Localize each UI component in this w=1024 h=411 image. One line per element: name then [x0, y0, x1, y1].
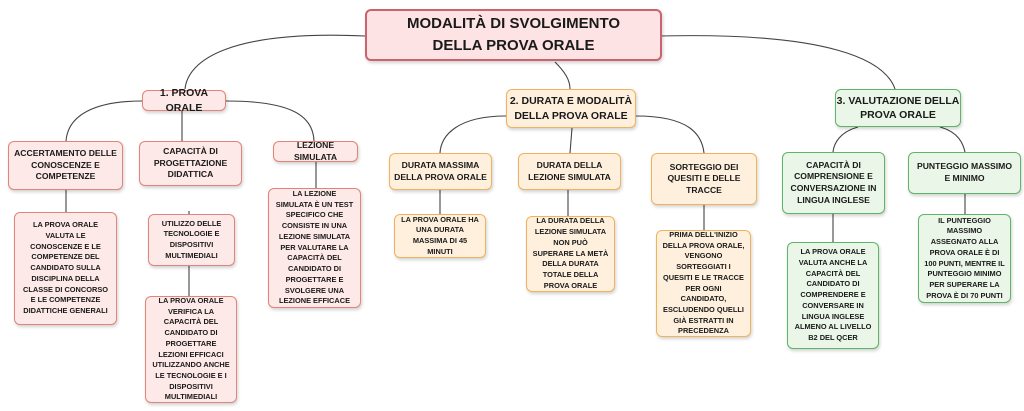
branch3-node: 3. VALUTAZIONE DELLA PROVA ORALE	[835, 89, 961, 127]
branch1-child2-detail2-text: LA PROVA ORALE VERIFICA LA CAPACITÀ DEL …	[152, 295, 230, 402]
branch3-child2-node: PUNTEGGIO MASSIMO E MINIMO	[908, 152, 1021, 194]
branch3-child1-label: CAPACITÀ DI COMPRENSIONE E CONVERSAZIONE…	[790, 159, 877, 205]
link-title-branch2	[554, 61, 571, 90]
branch1-child2-detail2: LA PROVA ORALE VERIFICA LA CAPACITÀ DEL …	[145, 296, 237, 403]
link-branch1-c3	[225, 100, 315, 142]
link-title-branch3	[659, 35, 896, 90]
branch1-child2-detail1: UTILIZZO DELLE TECNOLOGIE E DISPOSITIVI …	[148, 214, 235, 266]
title-node: MODALITÀ DI SVOLGIMENTO DELLA PROVA ORAL…	[365, 9, 662, 61]
branch2-child1-detail: LA PROVA ORALE HA UNA DURATA MASSIMA DI …	[394, 214, 486, 258]
branch3-child1-node: CAPACITÀ DI COMPRENSIONE E CONVERSAZIONE…	[782, 152, 885, 214]
branch2-child2-detail: LA DURATA DELLA LEZIONE SIMULATA NON PUÒ…	[526, 216, 615, 292]
branch1-child1-label: ACCERTAMENTO DELLE CONOSCENZE E COMPETEN…	[14, 148, 117, 182]
branch2-label: 2. DURATA E MODALITÀ DELLA PROVA ORALE	[509, 95, 633, 122]
branch2-child3-node: SORTEGGIO DEI QUESITI E DELLE TRACCE	[651, 153, 757, 205]
branch2-child2-detail-text: LA DURATA DELLA LEZIONE SIMULATA NON PUÒ…	[532, 216, 609, 290]
link-branch3-c2	[939, 126, 966, 153]
link-branch2-c1	[439, 115, 507, 154]
link-branch1-c1	[65, 100, 143, 142]
link-branch2-c2	[569, 127, 573, 154]
link-title-branch1	[184, 34, 366, 90]
branch1-child2-label: CAPACITÀ DI PROGETTAZIONE DIDATTICA	[153, 146, 228, 180]
branch3-child2-detail-text: IL PUNTEGGIO MASSIMO ASSEGNATO ALLA PROV…	[924, 215, 1005, 300]
branch1-node: 1. PROVA ORALE	[142, 87, 226, 114]
branch2-child1-detail-text: LA PROVA ORALE HA UNA DURATA MASSIMA DI …	[401, 214, 479, 256]
branch1-child1-detail: LA PROVA ORALE VALUTA LE CONOSCENZE E LE…	[14, 212, 117, 325]
link-branch3-c1	[832, 126, 859, 153]
branch2-child3-label: SORTEGGIO DEI QUESITI E DELLE TRACCE	[667, 161, 741, 195]
title-text: MODALITÀ DI SVOLGIMENTO DELLA PROVA ORAL…	[406, 14, 621, 55]
branch1-child1-node: ACCERTAMENTO DELLE CONOSCENZE E COMPETEN…	[8, 141, 123, 190]
branch3-child2-label: PUNTEGGIO MASSIMO E MINIMO	[916, 161, 1012, 183]
branch2-child2-label: DURATA DELLA LEZIONE SIMULATA	[528, 159, 611, 182]
branch2-child3-detail: PRIMA DELL'INIZIO DELLA PROVA ORALE, VEN…	[656, 230, 751, 337]
branch3-child1-detail: LA PROVA ORALE VALUTA ANCHE LA CAPACITÀ …	[787, 242, 879, 349]
branch1-child2-detail1-text: UTILIZZO DELLE TECNOLOGIE E DISPOSITIVI …	[161, 218, 222, 260]
branch2-child1-node: DURATA MASSIMA DELLA PROVA ORALE	[389, 153, 492, 190]
branch1-child3-detail: LA LEZIONE SIMULATA È UN TEST SPECIFICO …	[268, 188, 361, 308]
branch1-child3-node: LEZIONE SIMULATA	[273, 139, 358, 162]
branch1-child2-node: CAPACITÀ DI PROGETTAZIONE DIDATTICA	[139, 141, 242, 186]
branch3-child1-detail-text: LA PROVA ORALE VALUTA ANCHE LA CAPACITÀ …	[794, 247, 872, 343]
link-branch2-c3	[635, 115, 705, 154]
branch1-label: 1. PROVA ORALE	[159, 87, 209, 114]
branch2-child3-detail-text: PRIMA DELL'INIZIO DELLA PROVA ORALE, VEN…	[662, 229, 745, 336]
branch1-child3-detail-text: LA LEZIONE SIMULATA È UN TEST SPECIFICO …	[275, 188, 354, 306]
branch1-child3-label: LEZIONE SIMULATA	[293, 139, 338, 162]
branch2-child1-label: DURATA MASSIMA DELLA PROVA ORALE	[394, 159, 487, 182]
branch1-child1-detail-text: LA PROVA ORALE VALUTA LE CONOSCENZE E LE…	[23, 220, 108, 316]
branch3-label: 3. VALUTAZIONE DELLA PROVA ORALE	[836, 94, 960, 121]
branch3-child2-detail: IL PUNTEGGIO MASSIMO ASSEGNATO ALLA PROV…	[918, 214, 1011, 303]
branch2-node: 2. DURATA E MODALITÀ DELLA PROVA ORALE	[506, 89, 636, 128]
branch2-child2-node: DURATA DELLA LEZIONE SIMULATA	[518, 153, 621, 190]
